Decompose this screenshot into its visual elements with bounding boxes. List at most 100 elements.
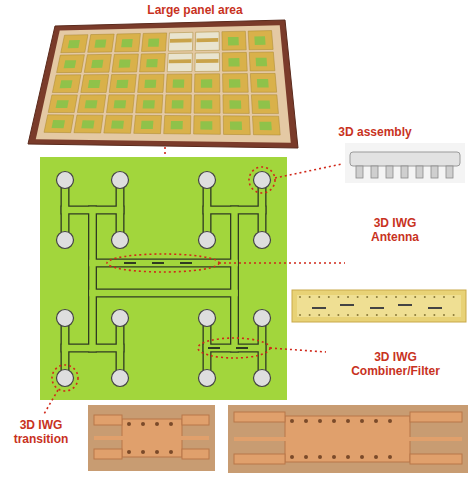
photo-ground [345, 143, 465, 183]
panel-cell [222, 31, 246, 50]
via-dot [388, 419, 392, 423]
panel-cell-pattern [146, 59, 158, 67]
via-dot [357, 296, 359, 298]
via-dot [424, 296, 426, 298]
panel-cell-pattern [228, 58, 239, 66]
via-pad [254, 232, 271, 249]
via-dot [414, 314, 416, 316]
panel-cell [223, 74, 249, 93]
antenna-inner [297, 295, 461, 317]
panel-cell-pattern [201, 79, 212, 87]
trace-outline [88, 210, 97, 348]
panel-cell [167, 53, 192, 72]
panel-cell-pattern [256, 58, 268, 67]
trace-fill [231, 210, 237, 348]
panel-cell-pattern [114, 100, 127, 108]
via-dot [155, 422, 159, 426]
via-dot [395, 296, 397, 298]
slot [152, 262, 164, 264]
photo-ground [88, 405, 215, 471]
via-dot [141, 422, 145, 426]
panel-frame [28, 20, 298, 148]
via-dot [346, 455, 350, 459]
trace-fill [93, 290, 235, 296]
panel-illustration [28, 20, 298, 148]
slot [124, 262, 136, 264]
panel-cell [74, 115, 103, 133]
assembly-pin [356, 166, 363, 178]
board-ground [40, 157, 287, 400]
via-dot [453, 296, 455, 298]
iwg-traces [57, 172, 271, 387]
via-pad [112, 232, 129, 249]
panel-cell [48, 95, 77, 113]
panel-cell [164, 115, 191, 134]
assembly-pin [446, 166, 453, 178]
via-dot [346, 419, 350, 423]
panel-cell-pattern [230, 121, 242, 129]
leader-line [270, 348, 326, 352]
slot [180, 262, 192, 264]
panel-cell [250, 73, 276, 92]
via-pad [112, 172, 129, 189]
panel-cell-pattern [196, 38, 218, 42]
copper-arm [410, 412, 462, 422]
panel-cell-pattern [85, 100, 98, 108]
copper-arm [94, 449, 122, 459]
via-dot [374, 419, 378, 423]
panel-cell-pattern [170, 39, 192, 43]
callout-label: 3D assembly [320, 125, 430, 139]
panel-cell [165, 95, 191, 113]
via-dot [155, 450, 159, 454]
panel-cell-pattern [81, 120, 94, 128]
assembly-pin [416, 166, 423, 178]
panel-cell [136, 95, 163, 113]
slot [208, 347, 220, 349]
antenna-slot [428, 307, 442, 309]
via-dot [290, 419, 294, 423]
copper-arm [182, 449, 209, 459]
panel-cell [140, 54, 166, 72]
via-dot [360, 419, 364, 423]
via-dot [127, 422, 131, 426]
via-dot [169, 422, 173, 426]
copper-feed [94, 436, 209, 440]
panel-cell-pattern [258, 100, 270, 108]
copper-arm [410, 454, 462, 464]
via-pad [199, 310, 216, 327]
leader-line [219, 262, 345, 264]
via-dot [304, 419, 308, 423]
panel-cell [249, 52, 275, 71]
via-dot [332, 419, 336, 423]
copper-arm [94, 415, 122, 425]
via-dot [318, 419, 322, 423]
callout-ring [52, 365, 78, 391]
antenna-body [292, 290, 466, 322]
leader-line [164, 147, 166, 157]
via-dot [424, 314, 426, 316]
antenna-slot [398, 304, 412, 306]
panel-cell-pattern [172, 100, 184, 108]
copper-feed [234, 437, 462, 441]
panel-border [36, 25, 291, 143]
via-pad [254, 370, 271, 387]
assembly-photo [345, 143, 465, 183]
panel-cell-pattern [171, 121, 183, 129]
via-dot [453, 314, 455, 316]
panel-cell-pattern [201, 100, 213, 108]
panel-cell [81, 75, 109, 93]
antenna-slot [340, 304, 354, 306]
panel-cell-pattern [64, 60, 77, 68]
panel-cell [52, 75, 80, 93]
via-dot [141, 450, 145, 454]
panel-cell [84, 54, 111, 72]
panel-cell-pattern [52, 120, 65, 128]
trace-outline [93, 259, 235, 268]
panel-cell-pattern [141, 121, 154, 129]
via-dot [328, 314, 330, 316]
leader-line [275, 164, 342, 178]
antenna-slot [312, 307, 326, 309]
via-pad [112, 370, 129, 387]
assembly-pin [386, 166, 393, 178]
panel-cell-pattern [196, 59, 218, 63]
